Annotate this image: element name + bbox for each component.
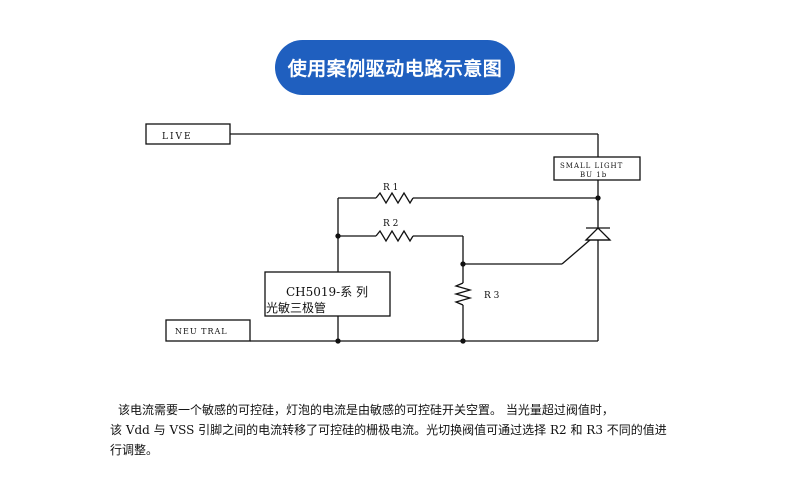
r1-resistor [375,191,414,205]
description-line-3: 行调整。 [110,443,159,457]
neutral-terminal-box [165,319,251,342]
ch5019-chip-box [264,271,391,317]
live-label: LIVE [162,132,193,142]
chip-sublabel: 光敏三极管 [266,300,326,315]
chip-label: CH5019-系 列 [286,285,368,299]
r2-label: R 2 [383,219,398,229]
description-line-2: 该 Vdd 与 VSS 引脚之间的电流转移了可控硅的栅极电流。光切换阀值可通过选… [110,423,667,437]
page-title: 使用案例驱动电路示意图 [275,40,515,95]
small-light-label: SMALL LIGHT [560,162,623,170]
r2-resistor [375,229,414,243]
neutral-label: NEU TRAL [175,327,228,336]
small-light-box [553,156,641,181]
description-line-1: 该电流需要一个敏感的可控硅，灯泡的电流是由敏感的可控硅开关空置。 当光量超过阀值… [118,403,614,417]
description: 该电流需要一个敏感的可控硅，灯泡的电流是由敏感的可控硅开关空置。 当光量超过阀值… [110,400,710,460]
small-light-model-label: BU 1b [580,171,607,179]
triac-symbol [561,227,612,341]
r3-label: R 3 [484,291,500,301]
r3-resistor [453,282,473,306]
r1-label: R 1 [383,183,398,193]
